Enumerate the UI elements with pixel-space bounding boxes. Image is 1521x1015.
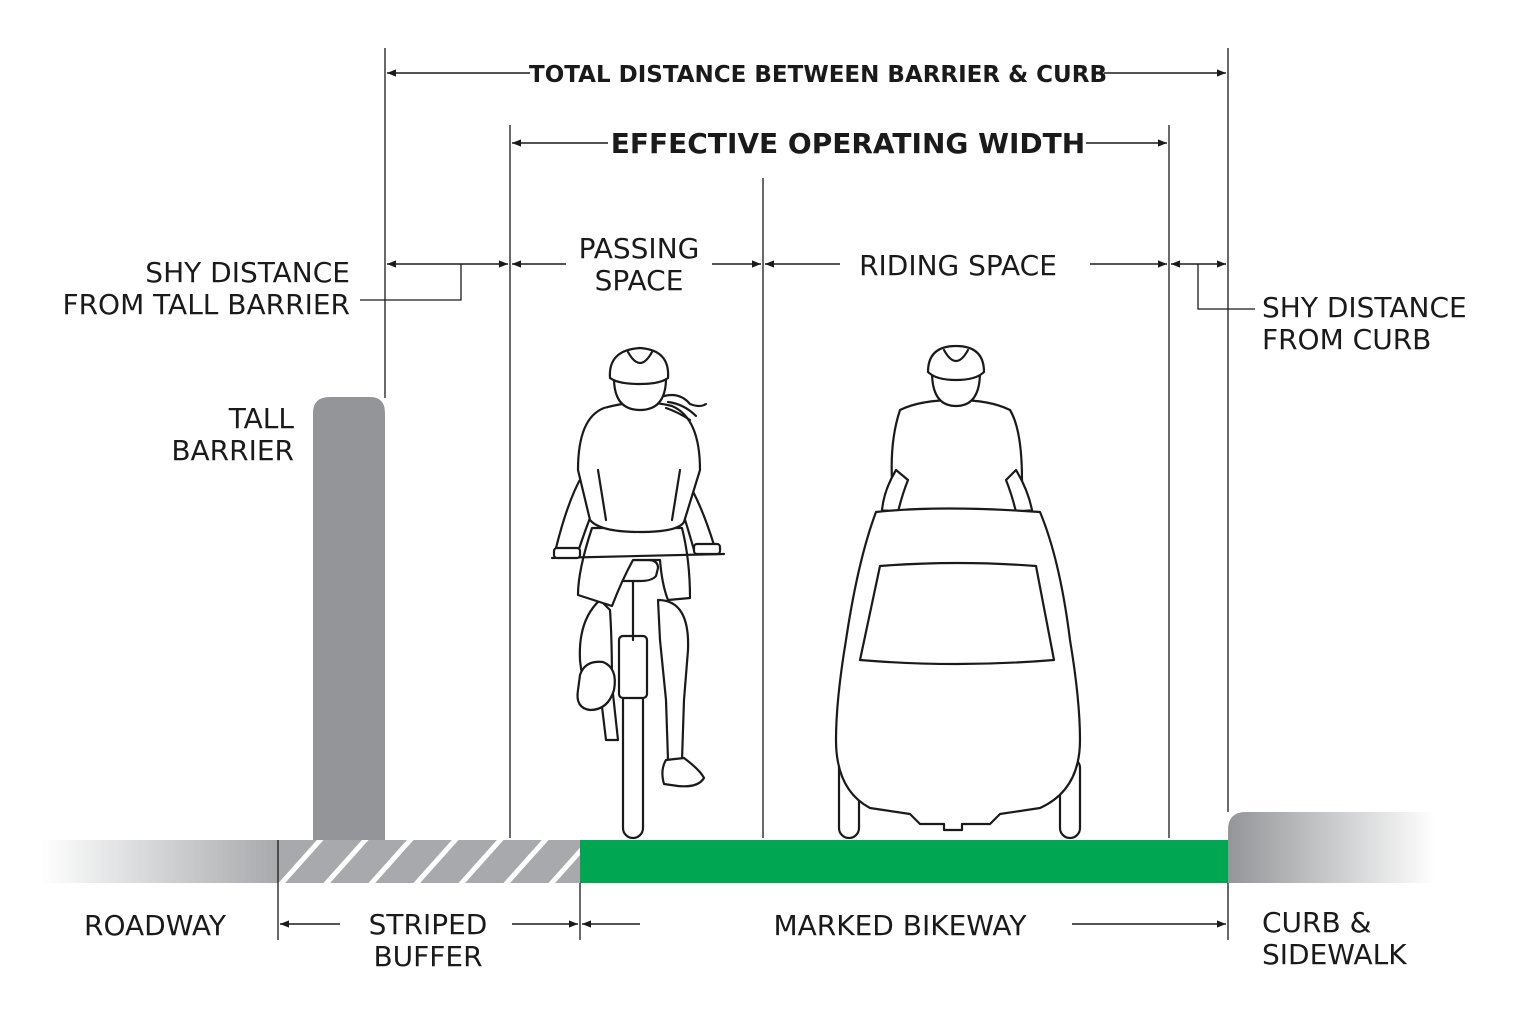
tall-barrier-label-line1: TALL [228,402,295,435]
passing-space-label-line1: PASSING [579,232,700,265]
roadway-label: ROADWAY [84,909,227,942]
shy-barrier-label-line2: FROM TALL BARRIER [62,288,350,321]
ground-strip [40,812,1435,883]
tall-barrier [313,397,385,840]
roadway-surface [40,840,278,883]
curb-sidewalk-label-line1: CURB & [1262,906,1371,939]
total-distance-label: TOTAL DISTANCE BETWEEN BARRIER & CURB [529,62,1107,88]
marked-bikeway-label: MARKED BIKEWAY [773,909,1027,942]
shy-curb-label-line2: FROM CURB [1262,323,1431,356]
shy-curb-label-line1: SHY DISTANCE [1262,291,1467,324]
passing-space-label-line2: SPACE [595,264,684,297]
shy-barrier-leader [360,264,462,301]
curb-sidewalk-surface [1228,812,1435,883]
striped-buffer-label-line2: BUFFER [373,940,482,973]
riding-space-label: RIDING SPACE [859,249,1057,282]
labels: TOTAL DISTANCE BETWEEN BARRIER & CURB EF… [62,62,1466,973]
dimension-arrows [280,69,1255,928]
effective-width-label: EFFECTIVE OPERATING WIDTH [611,127,1085,160]
cyclist-figure [550,346,726,840]
shy-barrier-label-line1: SHY DISTANCE [145,256,350,289]
curb-sidewalk-label-line2: SIDEWALK [1262,938,1407,971]
striped-buffer-surface [278,840,580,883]
cargo-bike-figure [834,344,1082,840]
tall-barrier-label-line2: BARRIER [171,434,294,467]
striped-buffer-label-line1: STRIPED [369,908,488,941]
marked-bikeway-surface [580,840,1228,883]
shy-curb-leader [1197,264,1255,310]
extension-lines [277,48,1229,940]
